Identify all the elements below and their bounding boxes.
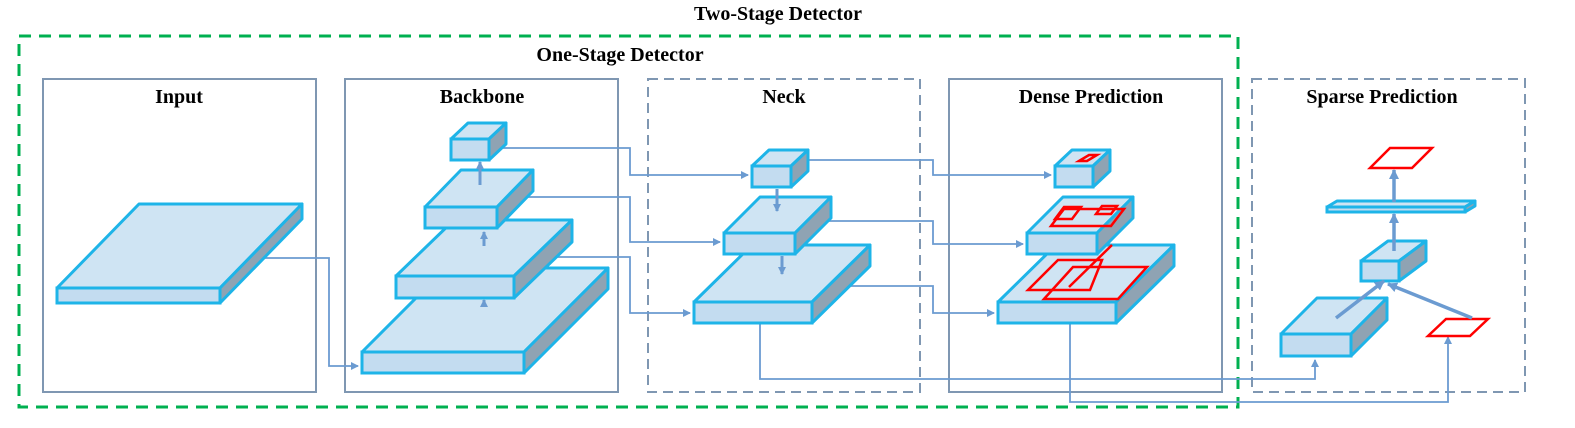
dense-l2-bbox-c [1093,204,1120,216]
sparse-roi-feature-block [1279,296,1389,358]
backbone-level2-block [394,218,574,300]
neck-l3-to-dense-connector [806,159,1052,179]
block-front-face [449,137,491,162]
sparse-proposal-to-head-arrow [1387,282,1473,320]
block-front-face [1359,259,1401,283]
backbone-level1-block [360,266,610,375]
neck-label: Neck [762,86,806,108]
backbone-level3-block [423,168,535,230]
backbone-level4-block [449,121,508,162]
neck-l2-to-dense-connector [818,220,1024,248]
neck-level2-block [722,195,833,256]
neck-l1-to-dense-connector [846,285,995,317]
dense-level3-block [1053,148,1112,189]
backbone-l3-to-neck-connector [528,196,721,246]
two-stage-detector-title: Two-Stage Detector [694,3,862,25]
dense-prediction-stage-box [948,78,1223,393]
block-front-face [1025,231,1099,256]
sparse-proposal-bbox [1424,317,1492,338]
sparse-fc-layer [1325,199,1477,214]
sparse-output-bbox [1366,146,1436,170]
dense-l3-bbox [1074,153,1102,163]
block-front-face [360,350,526,375]
dense-l2-bbox-b [1052,205,1084,221]
sparse-prediction-label: Sparse Prediction [1306,86,1458,108]
block-front-face [1325,205,1467,214]
neck-level3-block [750,148,810,189]
block-front-face [722,231,797,256]
dense-prediction-label: Dense Prediction [1018,86,1164,108]
block-front-face [1279,332,1353,358]
dense-level1-block [996,243,1176,325]
backbone-stage-box [344,78,619,393]
one-stage-region [17,34,1240,409]
block-front-face [55,286,222,305]
backbone-label: Backbone [439,86,525,108]
sparse-prediction-stage-box [1251,78,1526,393]
backbone-l4-to-neck-connector [490,147,749,179]
block-front-face [394,274,516,300]
neck-stage-box [647,78,921,393]
block-front-face [1053,164,1095,189]
block-front-face [423,205,499,230]
input-image-block [55,202,304,305]
sparse-roi-to-head-arrow [1334,279,1386,320]
block-front-face [692,300,814,325]
dense-l1-bbox-b [1041,265,1150,301]
block-front-face [996,300,1118,325]
backbone-l2-to-neck-connector [553,256,691,317]
input-label: Input [155,86,203,108]
dense-l1-bbox-a [1024,258,1104,292]
input-to-backbone-connector [255,257,359,370]
one-stage-detector-title: One-Stage Detector [536,44,704,66]
block-front-face [750,164,793,189]
dense-l1-bbox-line [1068,244,1113,288]
input-stage-box [42,78,317,393]
